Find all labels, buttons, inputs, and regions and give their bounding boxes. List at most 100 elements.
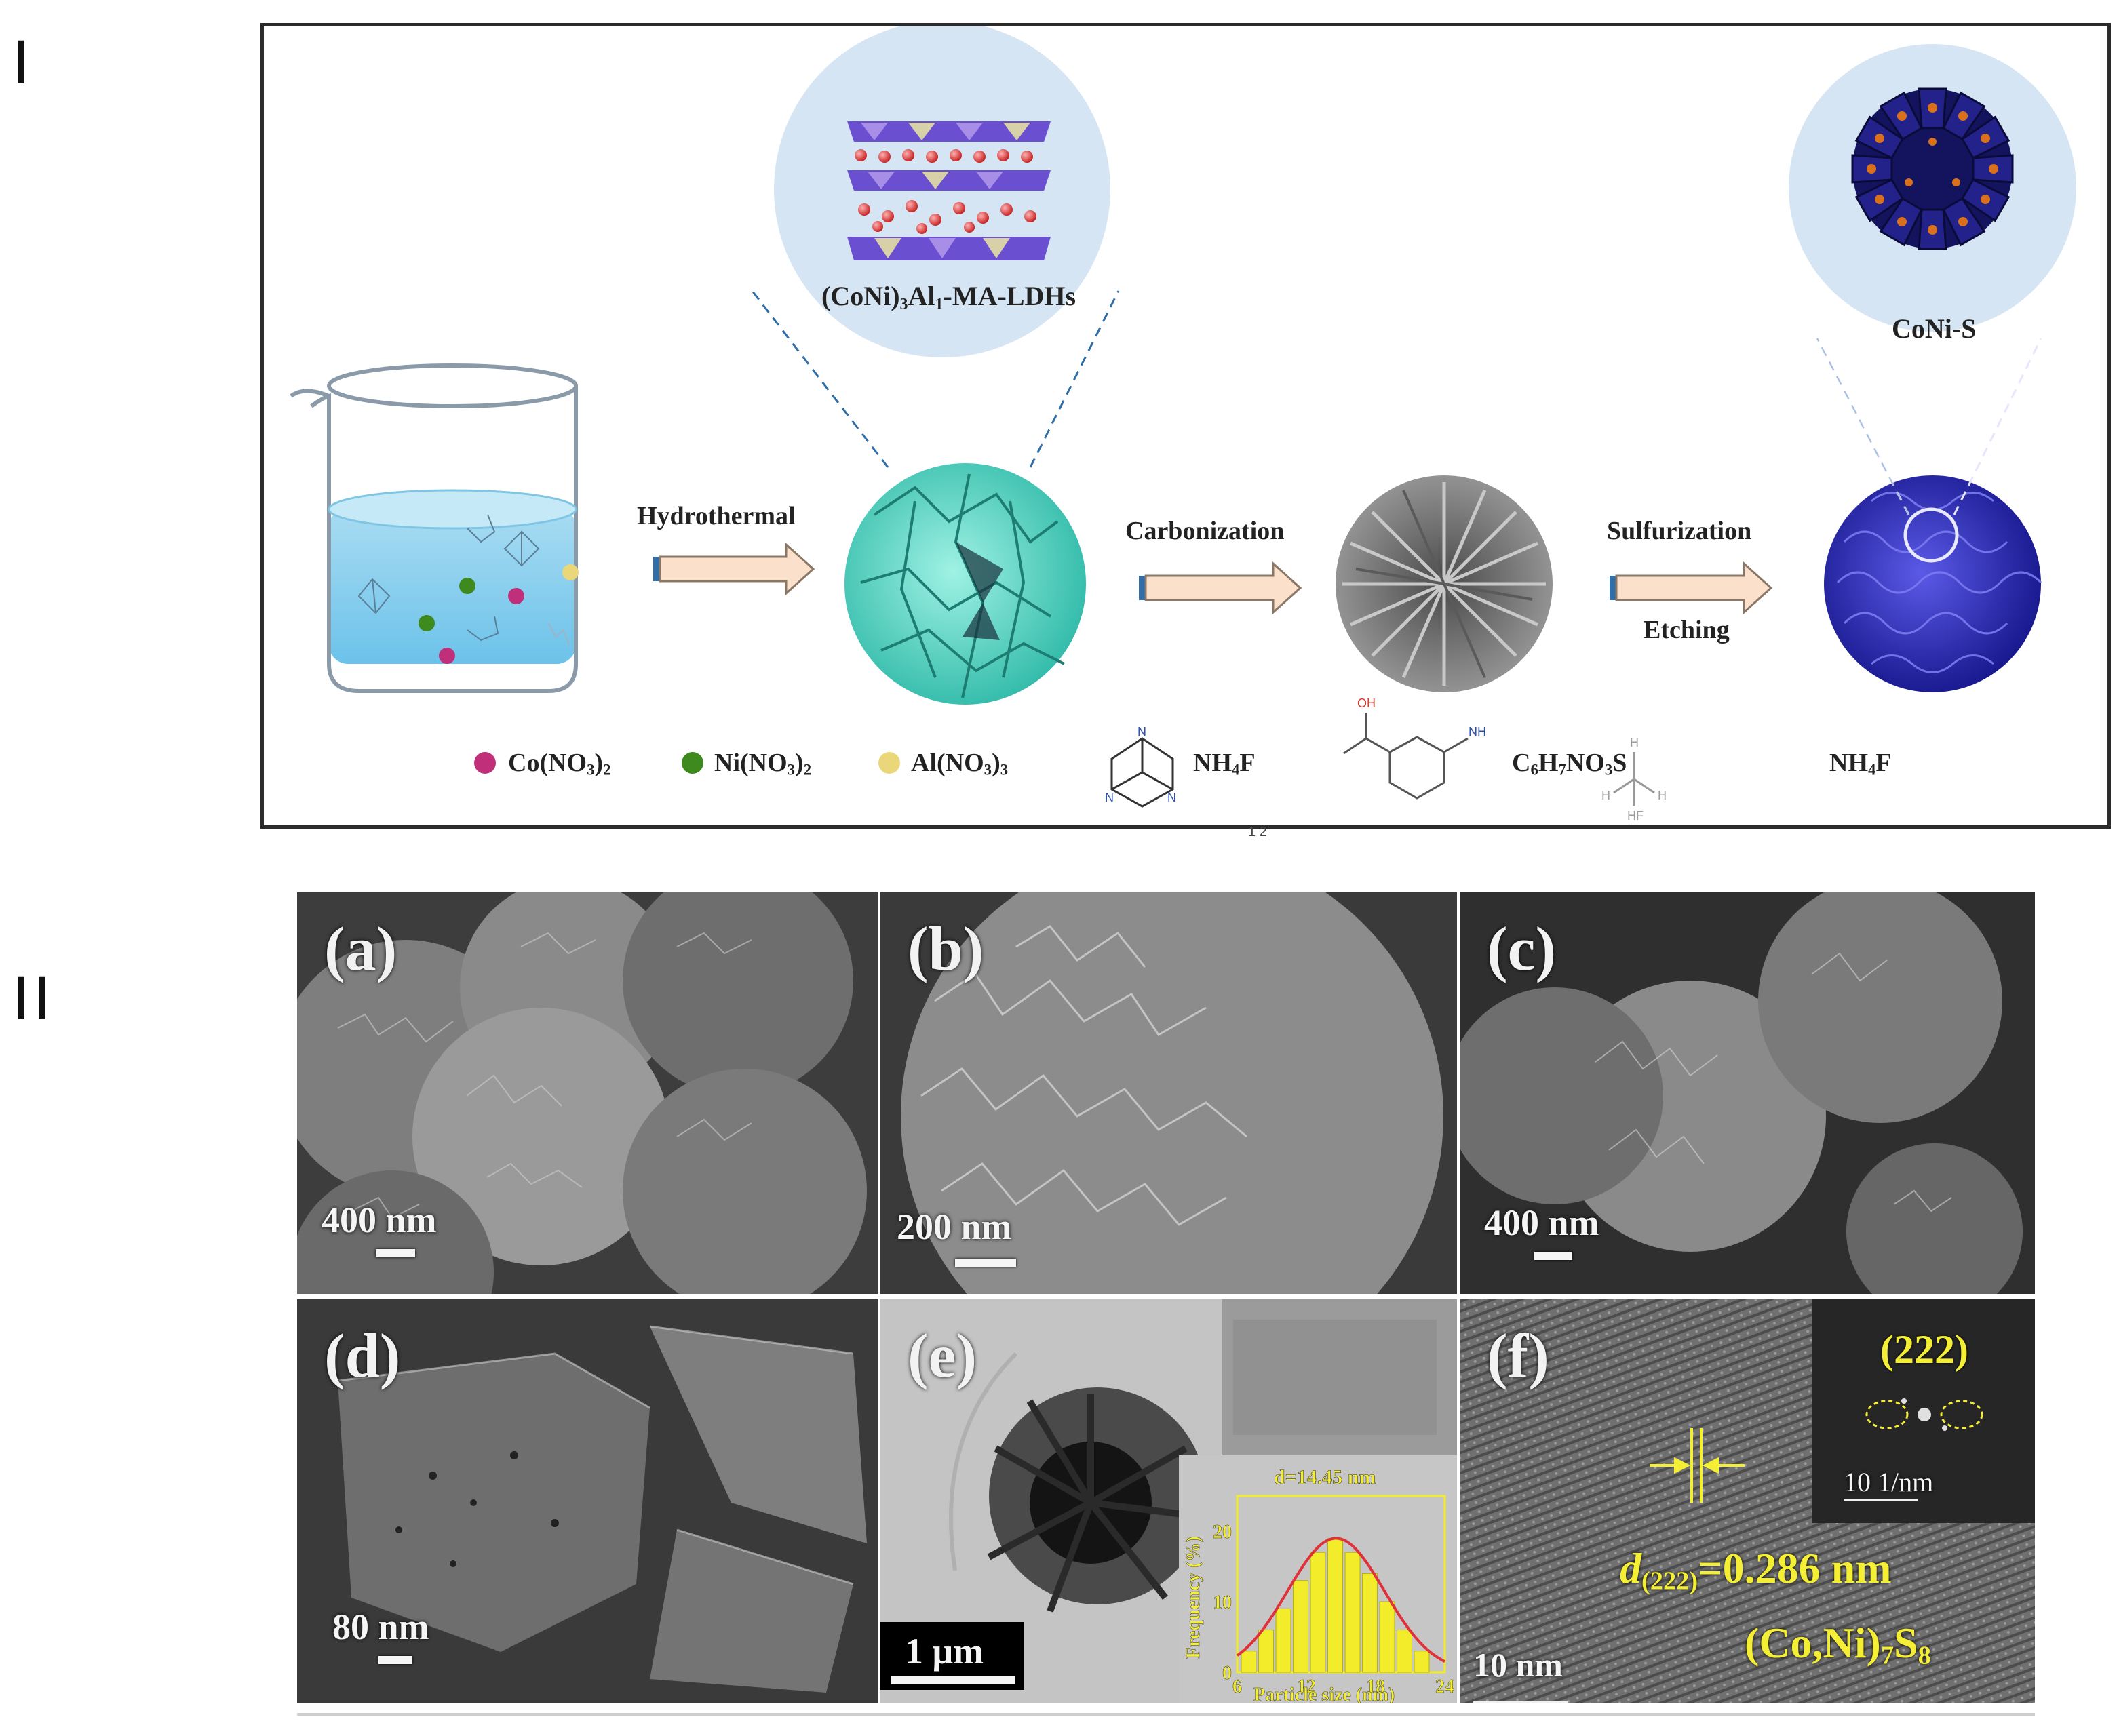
d-spacing-label: d(222)=0.286 nm: [1620, 1544, 1892, 1596]
panel-d-scale-bar: [378, 1656, 412, 1664]
histogram-bar: [1258, 1630, 1274, 1673]
panel-b-scale-text: 200 nm: [897, 1206, 1012, 1247]
step-hydrothermal: Hydrothermal: [637, 502, 796, 530]
histogram-bar: [1241, 1651, 1257, 1673]
ldh-bubble-label: (CoNi)3Al1-MA-LDHs: [821, 281, 1076, 313]
oh-label: OH: [1357, 696, 1376, 710]
hmt-n-left: N: [1105, 791, 1114, 804]
ammonium-structure: [1613, 752, 1655, 806]
ammonium-labels: H H H HF: [1601, 736, 1667, 823]
panel-d-image: [297, 1299, 878, 1703]
h-left: H: [1601, 789, 1610, 802]
hmt-n-labels: N N N: [1105, 725, 1176, 804]
panel-e-scale-bar: [891, 1676, 1015, 1684]
phase-label: (Co,Ni)7S8: [1745, 1619, 1931, 1670]
panel-c: (c) 400 nm: [1460, 892, 2035, 1294]
h-right: H: [1658, 789, 1667, 802]
aminobenzenesulfonic-structure: [1343, 713, 1469, 800]
al-legend-label: Al(NO3)3: [911, 749, 1009, 778]
hmt-n-right: N: [1167, 791, 1176, 804]
inset-y-tick-label: 20: [1213, 1522, 1232, 1543]
al-legend-dot: [878, 752, 900, 774]
ni-legend-dot: [682, 752, 703, 774]
histogram-bar: [1379, 1601, 1395, 1673]
product-sphere: [1824, 475, 2042, 692]
step-etching: Etching: [1644, 616, 1730, 644]
co-legend-label: Co(NO3)2: [508, 749, 611, 778]
inset-x-axis-label: Particle size (nm): [1253, 1684, 1395, 1703]
inset-mean-size: d=14.45 nm: [1274, 1466, 1376, 1488]
panel-c-label: (c): [1487, 914, 1557, 983]
beaker: [290, 363, 579, 693]
histogram-bar: [1293, 1580, 1308, 1673]
step-sulfurization: Sulfurization: [1607, 517, 1752, 545]
histogram-bar: [1414, 1651, 1430, 1673]
carbonized-sphere: [1336, 475, 1553, 692]
panel-f-scale-text: 10 nm: [1473, 1646, 1563, 1684]
size-distribution-inset: 6 12 18 24 0 10 20 d=14.45 nm Particle size (n…: [1179, 1455, 1457, 1703]
h-top: H: [1630, 736, 1639, 749]
panel-f-label: (f): [1487, 1321, 1549, 1390]
panel-d-label: (d): [324, 1321, 401, 1390]
histogram-bar: [1397, 1630, 1412, 1673]
arrow-hydrothermal: [653, 542, 815, 596]
reagent-c6h7no3s-label: C6H7NO3S: [1512, 749, 1627, 778]
histogram-bar: [1344, 1552, 1361, 1673]
panel-f: (f) (222) 10 1/nm d(222)=0.286 nm (Co,Ni…: [1460, 1299, 2035, 1703]
gaussian-fit-line: [1236, 1537, 1445, 1663]
panel-f-image: [1460, 1299, 2035, 1703]
scheme-drawing: N N N OH NH H H H HF: [290, 26, 2076, 823]
panel-e-scale-text: 1 μm: [905, 1631, 984, 1672]
synthesis-scheme: N N N OH NH H H H HF Hydrothermal Carbon…: [260, 23, 2111, 829]
step-carbonization: Carbonization: [1125, 517, 1285, 545]
panel-e-label: (e): [908, 1321, 977, 1390]
histogram-bar: [1275, 1608, 1291, 1673]
inset-x-tick-label: 18: [1366, 1676, 1385, 1697]
panel-b-label: (b): [908, 914, 984, 983]
panel-e: (e) 1 μm 6 12 18 24 0 10 20 d=14.45 nm Particl…: [880, 1299, 1457, 1703]
arrow-carbonization: [1139, 561, 1302, 615]
inset-y-tick-label: 0: [1222, 1663, 1232, 1684]
part-one-label: I: [12, 28, 34, 97]
inset-y-axis-label: Frequency (%): [1183, 1536, 1204, 1659]
fft-plane-label: (222): [1880, 1327, 1968, 1372]
histogram-bar: [1327, 1537, 1343, 1673]
panel-a-scale-text: 400 nm: [322, 1200, 437, 1240]
panel-a-image: [297, 892, 878, 1294]
panel-c-scale-text: 400 nm: [1484, 1202, 1599, 1243]
panel-b-image: [880, 892, 1457, 1294]
inset-y-tick-label: 10: [1213, 1592, 1232, 1613]
ni-legend-label: Ni(NO3)2: [714, 749, 812, 778]
co-legend-dot: [474, 752, 496, 774]
inset-x-tick-label: 12: [1297, 1676, 1316, 1697]
product-zoom-bubble: [1789, 44, 2076, 332]
inset-x-tick-label: 6: [1232, 1676, 1242, 1697]
product-bubble-label: CoNi-S: [1892, 313, 1977, 344]
inset-x-tick-label: 24: [1435, 1676, 1454, 1697]
panel-a-label: (a): [324, 914, 397, 983]
cropped-caption-fragment: 1 2: [1248, 825, 1267, 840]
panel-c-image: [1460, 892, 2035, 1294]
hmt-n-top: N: [1138, 725, 1146, 738]
bottom-rule: [297, 1713, 2035, 1716]
panel-a: (a) 400 nm: [297, 892, 878, 1294]
panel-d-scale-text: 80 nm: [332, 1606, 429, 1647]
nh2-label: NH: [1469, 725, 1486, 738]
ldh-zoom-bubble: [774, 26, 1110, 357]
histogram-bar: [1362, 1573, 1378, 1673]
panel-d: (d) 80 nm: [297, 1299, 878, 1703]
ldh-sphere: [844, 463, 1086, 705]
reagent-nh4f-2-label: NH4F: [1829, 749, 1892, 778]
panel-b: (b) 200 nm: [880, 892, 1457, 1294]
hf-label: HF: [1627, 809, 1644, 823]
panel-c-scale-bar: [1534, 1252, 1572, 1260]
part-two-label: II: [12, 964, 56, 1033]
arrow-sulfurization: [1610, 561, 1773, 615]
aminobenzenesulfonic-labels: OH NH: [1357, 696, 1486, 738]
hmt-structure: [1110, 737, 1174, 808]
fft-scale-text: 10 1/nm: [1844, 1467, 1934, 1497]
micrograph-grid: (a) 400 nm (b) 200 nm (c) 400 nm: [297, 892, 2035, 1703]
panel-b-scale-bar: [955, 1259, 1016, 1267]
reagent-nh4f-label: NH4F: [1193, 749, 1256, 778]
histogram-bar: [1310, 1552, 1326, 1673]
